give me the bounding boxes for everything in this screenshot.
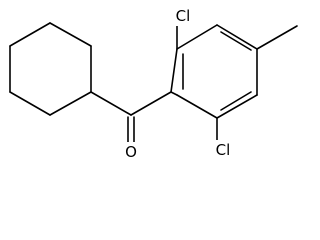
benzene-ring [170,24,258,119]
chlorine-label-top: Cl [176,7,191,25]
bond [49,91,92,116]
bond-to-methyl [256,25,298,50]
bond [49,22,92,47]
bond-carbonyl-to-aryl [130,91,172,116]
bond-ring-to-carbonyl [90,91,132,116]
carbonyl-double-bond [127,116,135,143]
bond [9,22,51,47]
chlorine-label-bottom: Cl [216,141,231,159]
chemical-structure: O Cl Cl [9,6,298,162]
cyclohexane-ring [9,22,92,116]
bond [9,91,51,116]
oxygen-label: O [125,143,137,161]
